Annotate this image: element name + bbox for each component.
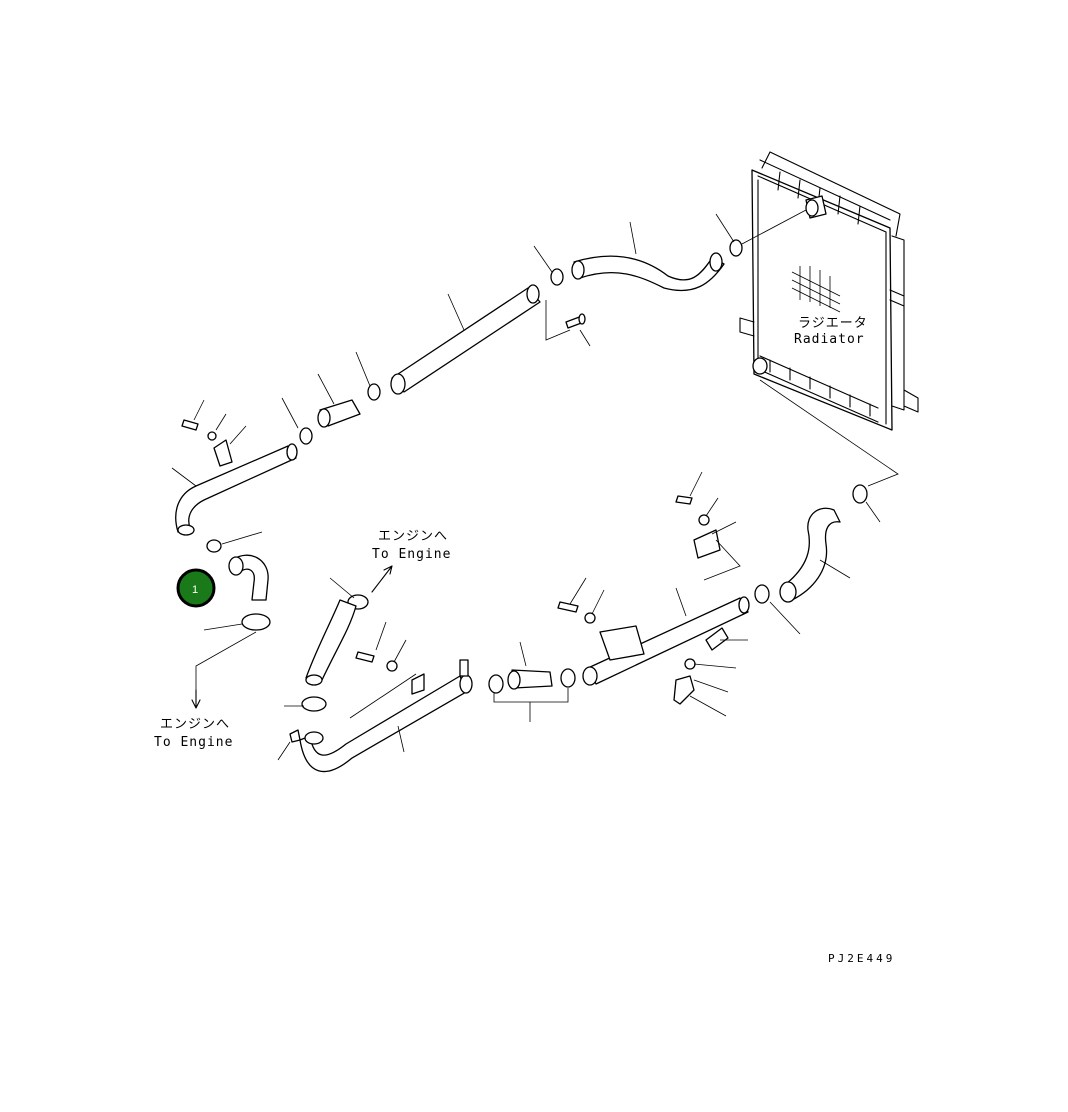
hose-clamp xyxy=(206,539,222,553)
hose-clamp xyxy=(729,239,743,257)
hose-clamp xyxy=(560,668,576,688)
elbow-hose-item-1: エンジンへ To Engine xyxy=(154,554,271,750)
radiator-label-jp: ラジエータ xyxy=(798,316,868,331)
leader-lines xyxy=(171,213,881,761)
hose-clamp xyxy=(488,674,504,694)
hose-clamp xyxy=(550,268,564,286)
lower-hose-assembly: エンジンへ To Engine xyxy=(289,379,899,773)
upper-water-pipe xyxy=(391,287,541,393)
drawing-code: PJ2E449 xyxy=(828,952,895,965)
hose-clamp xyxy=(367,383,381,401)
hose-clamp xyxy=(301,696,327,712)
curved-engine-hose xyxy=(305,599,357,681)
engine-label-top-jp: エンジンへ xyxy=(378,529,448,544)
hose-clamp xyxy=(754,584,770,604)
hose-clamp xyxy=(299,427,313,445)
engine-label-bottom-jp: エンジンへ xyxy=(160,717,230,732)
radiator: ラジエータ Radiator xyxy=(739,151,919,431)
lower-left-pipe xyxy=(299,675,467,773)
left-bent-pipe xyxy=(175,445,297,533)
upper-radiator-hose xyxy=(573,255,725,292)
engine-label-bottom-en: To Engine xyxy=(154,735,233,750)
radiator-label-en: Radiator xyxy=(794,332,865,347)
hose-clamp xyxy=(852,484,868,504)
lower-radiator-hose xyxy=(785,507,841,601)
hose-clamp xyxy=(241,613,271,631)
engine-label-top-en: To Engine xyxy=(372,547,451,562)
part-callout-1[interactable]: 1 xyxy=(176,568,216,608)
upper-hose-assembly xyxy=(175,209,807,553)
callout-number: 1 xyxy=(192,584,198,596)
